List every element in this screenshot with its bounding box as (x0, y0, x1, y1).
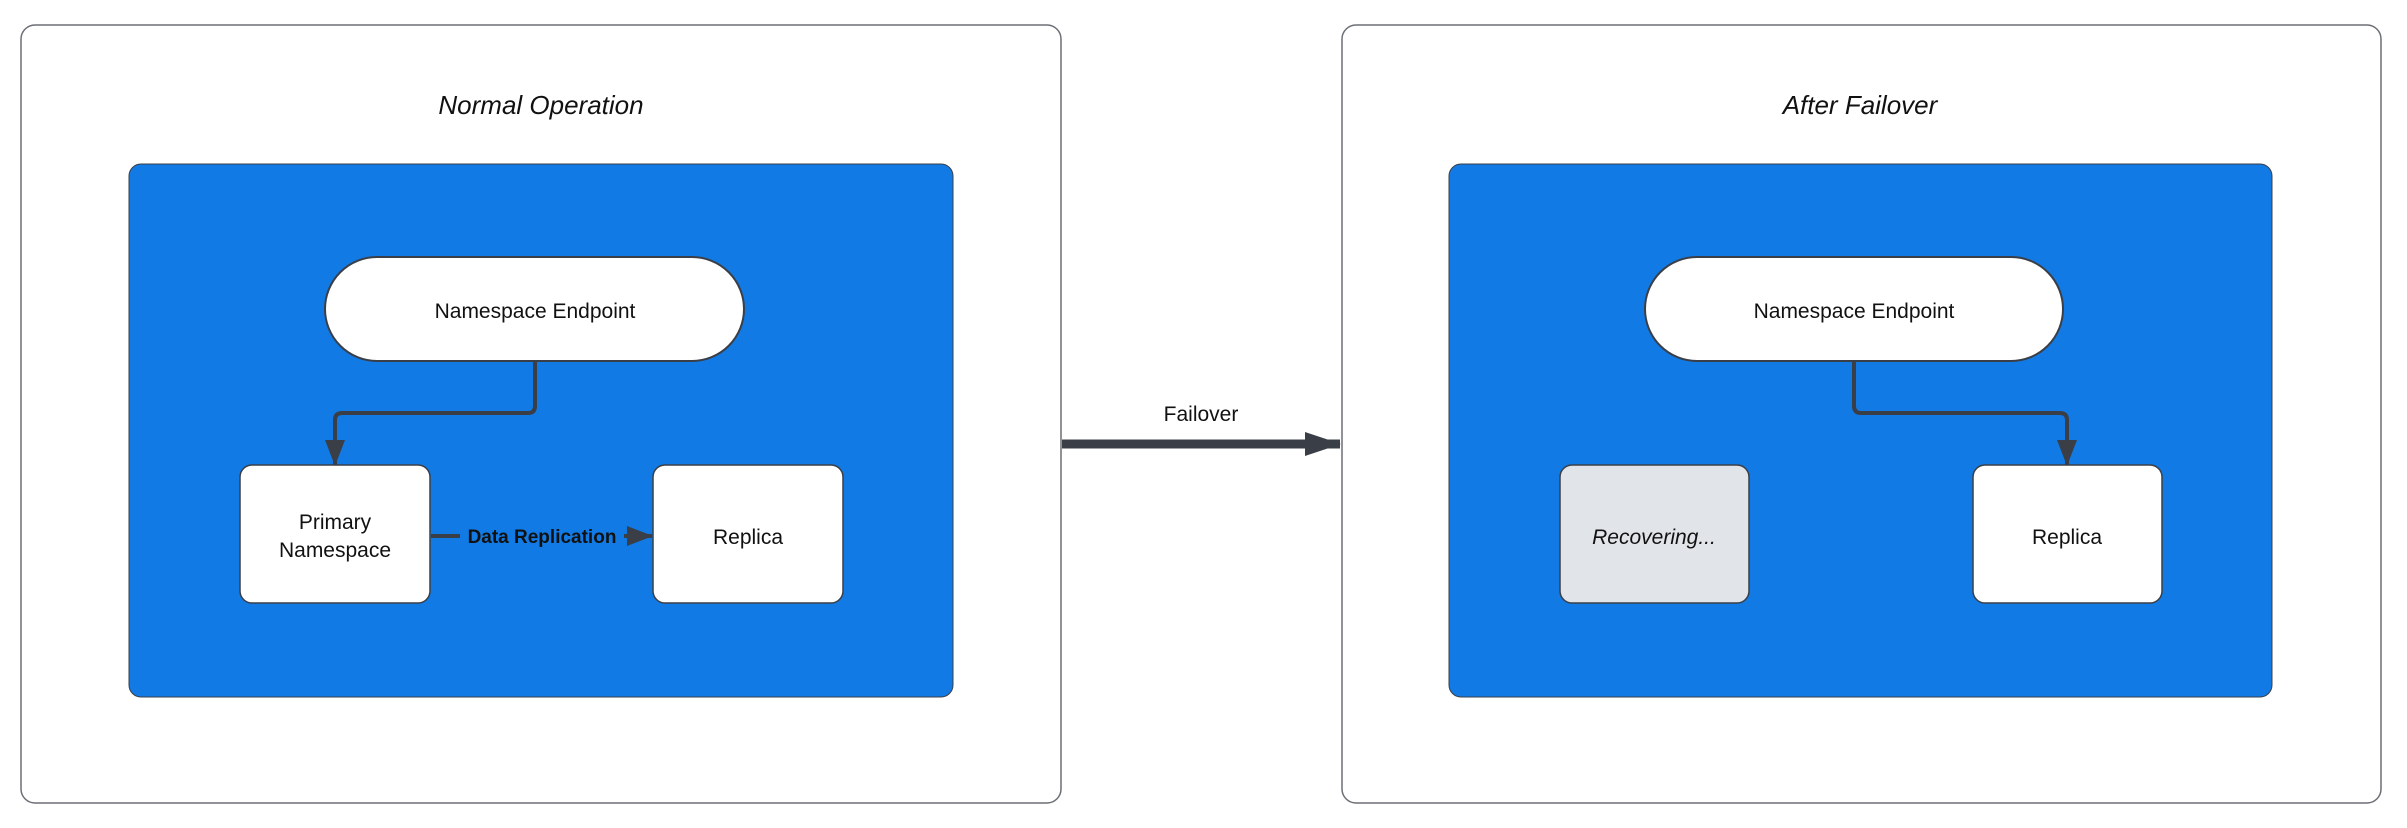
primary-namespace-label-line1: Primary (299, 511, 372, 534)
panel-title: After Failover (1781, 90, 1939, 120)
failover-label: Failover (1164, 403, 1239, 426)
recovering-node[interactable] (1559, 464, 1750, 604)
endpoint-to-replica-edge (1852, 362, 2077, 466)
namespace-endpoint-label: Namespace Endpoint (435, 300, 636, 323)
replica-label: Replica (2032, 526, 2102, 549)
replication-label-bg (460, 520, 624, 550)
panel-title: Normal Operation (438, 90, 643, 120)
replica-node[interactable] (1972, 464, 2163, 604)
data-replication-label: Data Replication (468, 527, 617, 548)
primary-namespace-label-line2: Namespace (279, 539, 391, 562)
replica-label: Replica (713, 526, 783, 549)
replica-node[interactable] (652, 464, 844, 604)
namespace-endpoint-label: Namespace Endpoint (1754, 300, 1955, 323)
namespace-group (128, 163, 954, 698)
namespace-endpoint-node[interactable] (1644, 256, 2064, 362)
namespace-group (1448, 163, 2273, 698)
primary-namespace-node[interactable] (239, 464, 431, 604)
endpoint-to-primary-edge (325, 362, 537, 466)
failover-transition: Failover (1062, 403, 1341, 456)
namespace-endpoint-node[interactable] (324, 256, 745, 362)
after-failover-panel: After Failover Namespace Endpoint Recove… (1341, 24, 2382, 804)
normal-operation-panel: Normal Operation Namespace Endpoint Prim… (20, 24, 1062, 804)
recovering-label: Recovering... (1592, 526, 1716, 549)
